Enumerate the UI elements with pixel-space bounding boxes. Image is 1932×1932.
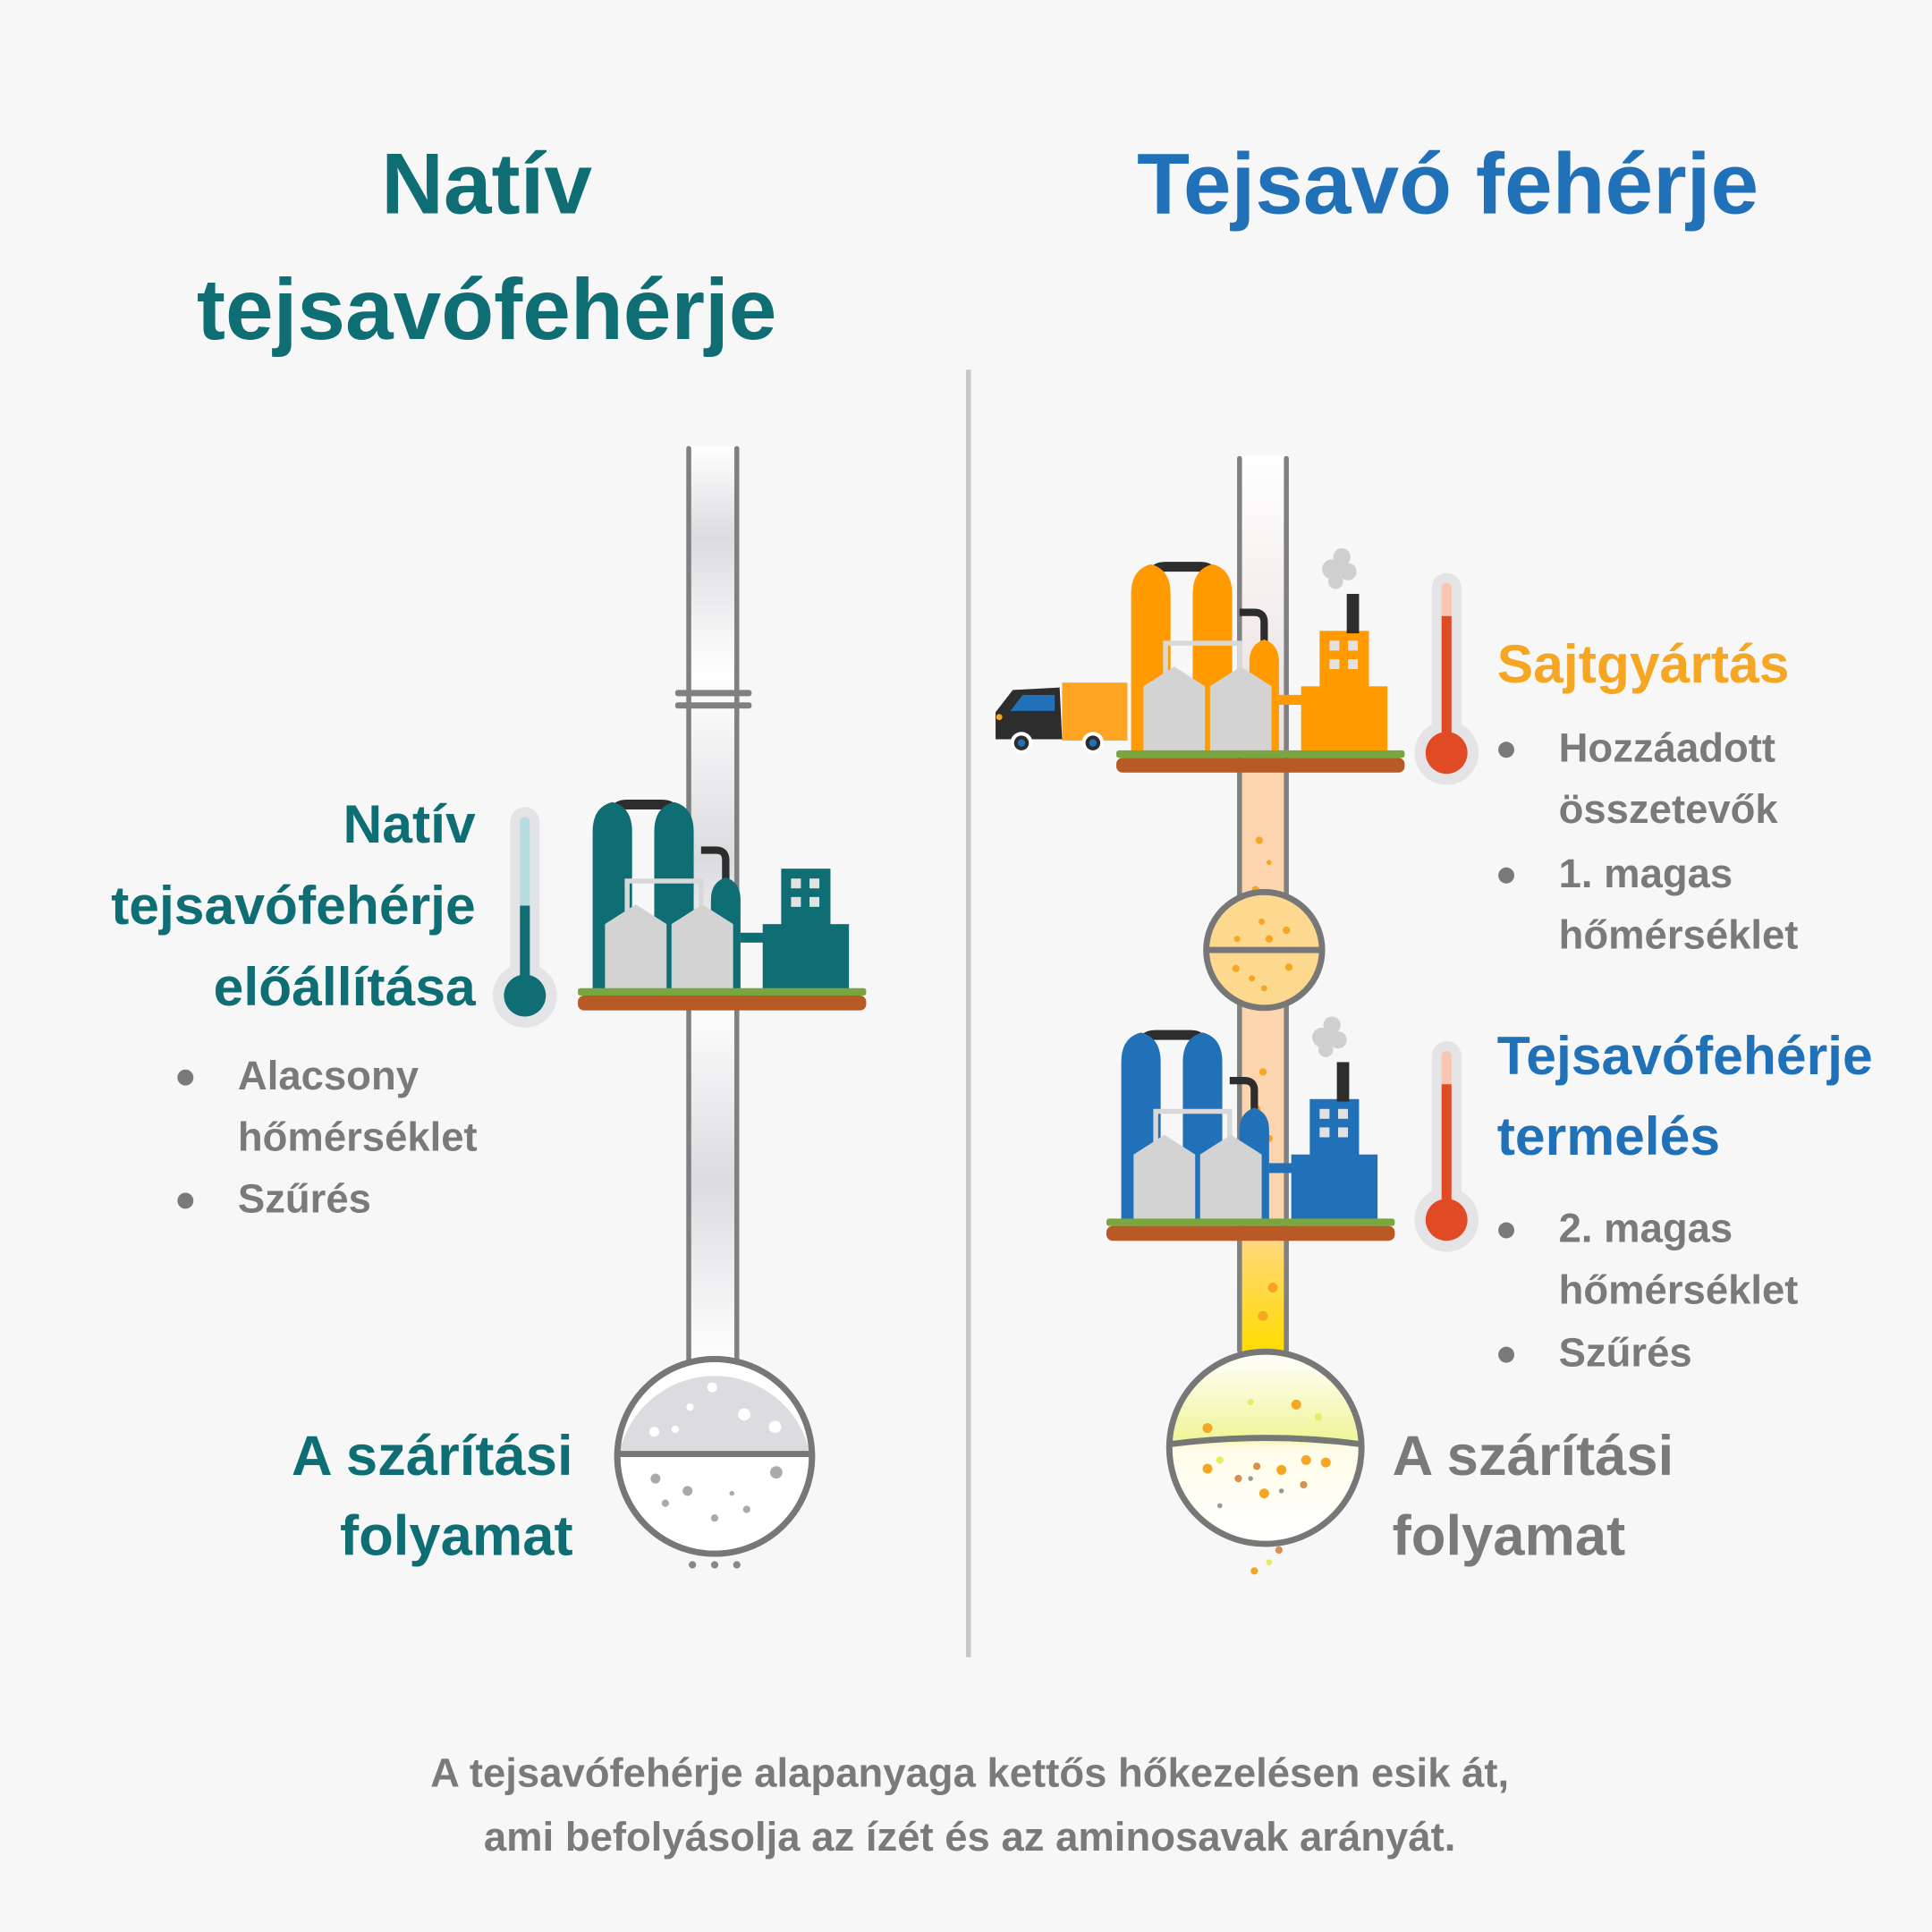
thermometer-icon [493,807,557,1028]
bullet-text: 2. magas [1558,1205,1733,1251]
bullet-text: hőmérséklet [1558,1267,1799,1313]
bullet-dot [1498,1346,1515,1363]
label-line: Tejsavófehérje [1496,1026,1873,1087]
footer-line: ami befolyásolja az ízét és az aminosava… [483,1813,1456,1860]
thermometer-icon [1414,572,1479,785]
label-line: tejsavófehérje [111,876,476,936]
bullet-text: hőmérséklet [1558,911,1799,958]
bullet-dot [1498,867,1515,884]
small-drying-sphere-icon [1203,888,1326,1012]
bullet-dot [177,1192,194,1209]
whey-factory-icon [1106,1016,1395,1241]
left-drying-label: A szárítási folyamat [292,1427,573,1563]
stage2-label: Tejsavófehérje termelés [1497,1030,1873,1165]
cheese-factory-icon [1116,548,1405,773]
label-line: előállítása [213,957,476,1018]
truck-icon [996,682,1128,755]
bullet-text: összetevők [1558,785,1778,832]
bullet-text: Alacsony [237,1052,419,1098]
bullet-text: 1. magas [1558,850,1733,896]
bullet-text: Szűrés [1558,1329,1692,1376]
label-line: Natív [343,794,476,856]
bullet-dot [1498,741,1515,758]
label-line: folyamat [339,1503,573,1568]
right-drying-label: A szárítási folyamat [1393,1427,1674,1563]
center-divider [965,369,971,1657]
right-title: Tejsavó fehérje [1137,135,1759,232]
drying-sphere-icon [614,1355,816,1569]
bullet-text: hőmérséklet [237,1114,478,1160]
footer-line: A tejsavófehérje alapanyaga kettős hőkez… [430,1750,1510,1796]
bullet-dot [1498,1222,1515,1239]
label-line: A szárítási [291,1423,573,1487]
left-title-line2: tejsavófehérje [196,261,777,358]
thermometer-icon [1414,1041,1479,1252]
factory-icon [578,800,867,1011]
left-title: Natív [381,135,593,232]
stage1-label: Sajtgyártás [1496,634,1790,695]
bullet-text: Hozzáadott [1558,724,1776,770]
drying-sphere-icon [1165,1348,1365,1575]
label-line: folyamat [1392,1503,1626,1568]
label-line: A szárítási [1392,1423,1674,1487]
bullet-text: Szűrés [237,1175,371,1222]
label-line: termelés [1496,1106,1721,1167]
bullet-dot [177,1069,194,1086]
left-stage-label: Natív tejsavófehérje előállítása [111,794,476,1018]
